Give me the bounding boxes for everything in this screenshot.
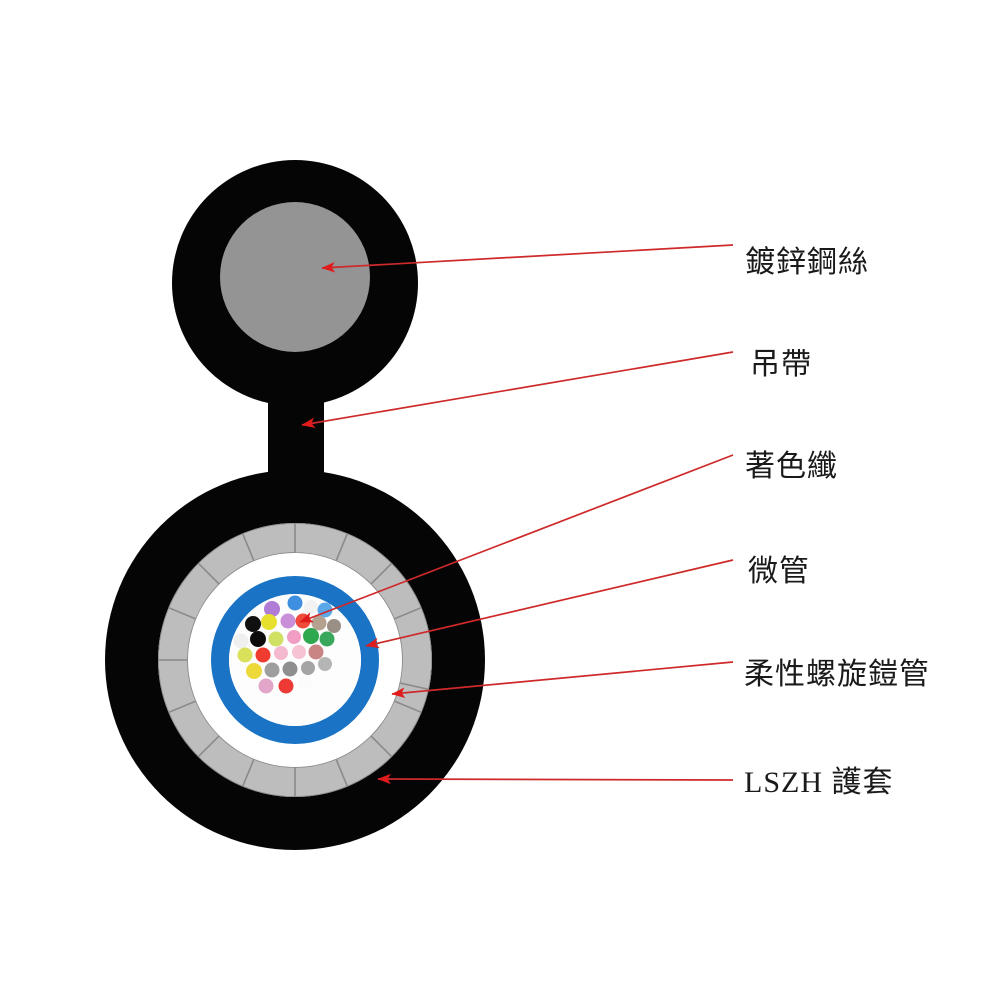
colored-fiber-dot [237,647,253,663]
leader-line-lszh-jacket [377,773,734,785]
colored-fiber-dot [261,614,277,630]
colored-fiber-dot [274,646,288,660]
leader-line-micro-tube [365,559,734,649]
colored-fiber-dot [318,657,332,671]
leader-line-messenger-strap [301,351,734,429]
colored-fiber-dot [287,595,303,611]
colored-fiber-dot [308,644,324,660]
colored-fiber-dot [264,601,280,617]
colored-fiber-dot [282,661,298,677]
colored-fiber-dot [292,645,306,659]
colored-fiber-dot [246,663,262,679]
spiral-armor-pattern [158,523,432,797]
colored-fiber-dot [287,630,301,644]
label-colored-fiber: 著色纖 [745,450,838,483]
colored-fiber-dot [304,600,318,614]
leader-line-colored-fiber [299,454,734,623]
colored-fiber-dot [327,619,341,633]
colored-fiber-dot [258,678,274,694]
leader-lines [299,244,734,785]
colored-fiber-dot [278,678,294,694]
colored-fiber-dot [280,613,296,629]
micro-tube-ring [211,576,379,744]
messenger-web-strap [268,395,324,475]
cable-assembly [105,470,485,850]
colored-fiber-dot [298,676,312,690]
colored-fiber-dot [268,631,284,647]
colored-fiber-dot [250,631,266,647]
leader-line-flexible-spiral-armor [391,661,734,699]
colored-fiber-dot [264,662,280,678]
colored-fiber-dot [245,616,261,632]
colored-fiber-dot [255,647,271,663]
label-galvanized-steel-wire: 鍍鋅鋼絲 [745,246,869,279]
leader-line-galvanized-steel-wire [321,244,734,273]
colored-fiber-dot [303,628,319,644]
label-lszh-jacket: LSZH 護套 [744,766,894,799]
label-messenger-strap: 吊帶 [750,348,812,381]
messenger-assembly [172,160,418,406]
colored-fiber-dot [319,631,335,647]
galvanized-steel-wire [220,202,370,352]
label-flexible-spiral-armor: 柔性螺旋鎧管 [744,658,930,691]
label-micro-tube: 微管 [748,555,810,588]
colored-fiber-dot [311,615,327,631]
colored-fiber-dot [233,633,249,649]
colored-fiber-dot [301,661,315,675]
